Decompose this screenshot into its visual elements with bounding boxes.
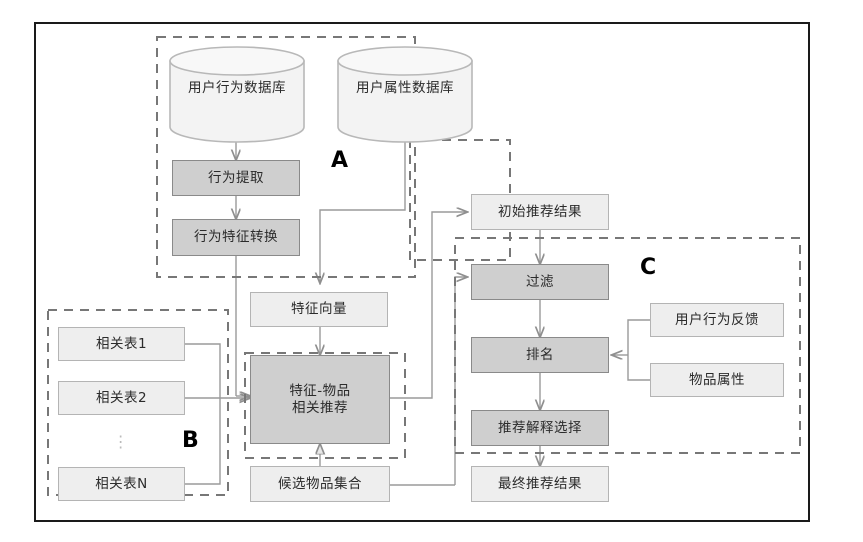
node-behavior-feature-transform[interactable]: 行为特征转换 bbox=[172, 219, 300, 256]
node-recommend-explain-select[interactable]: 推荐解释选择 bbox=[471, 410, 609, 446]
node-user-behavior-feedback[interactable]: 用户行为反馈 bbox=[650, 303, 784, 337]
node-relation-table-n[interactable]: 相关表N bbox=[58, 467, 185, 501]
node-ranking[interactable]: 排名 bbox=[471, 337, 609, 373]
node-relation-table-2[interactable]: 相关表2 bbox=[58, 381, 185, 415]
user-behavior-db-label: 用户行为数据库 bbox=[188, 79, 286, 96]
group-label-a: A bbox=[331, 148, 349, 173]
relation-table-ellipsis-icon: ⋮ bbox=[112, 432, 130, 451]
group-label-b: B bbox=[182, 428, 199, 453]
user-behavior-db bbox=[169, 46, 305, 143]
node-feature-vector[interactable]: 特征向量 bbox=[250, 292, 388, 327]
node-item-attribute[interactable]: 物品属性 bbox=[650, 363, 784, 397]
group-label-c: C bbox=[640, 255, 657, 280]
node-behavior-extraction[interactable]: 行为提取 bbox=[172, 160, 300, 196]
node-initial-recommend-result[interactable]: 初始推荐结果 bbox=[471, 194, 609, 230]
node-relation-table-1[interactable]: 相关表1 bbox=[58, 327, 185, 361]
node-candidate-item-set[interactable]: 候选物品集合 bbox=[250, 466, 390, 502]
node-filter[interactable]: 过滤 bbox=[471, 264, 609, 300]
node-final-recommend-result[interactable]: 最终推荐结果 bbox=[471, 466, 609, 502]
user-attribute-db bbox=[337, 46, 473, 143]
node-feature-item-recommend[interactable]: 特征-物品 相关推荐 bbox=[250, 355, 390, 444]
user-attribute-db-label: 用户属性数据库 bbox=[356, 79, 454, 96]
